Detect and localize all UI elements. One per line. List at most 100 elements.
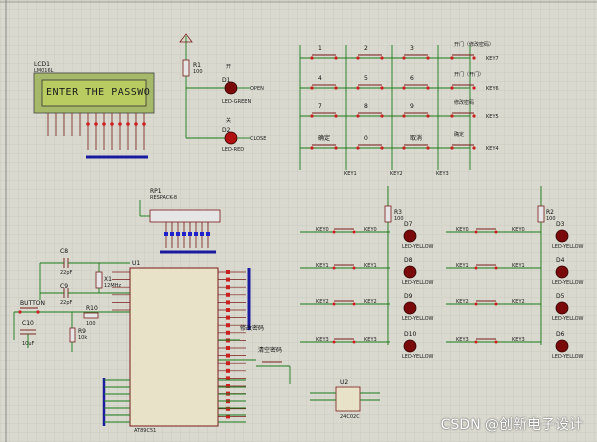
led-switch-net: KEY2 (364, 299, 377, 305)
r3-resistor[interactable]: R3 100 (384, 186, 404, 345)
keypad-key[interactable]: 7 (310, 103, 338, 118)
r1-resistor[interactable]: R1 100 (179, 33, 228, 139)
led-key-switch[interactable] (332, 264, 356, 270)
keypad-key-label: 3 (410, 45, 414, 52)
keypad-function-label: 开门（开门） (454, 71, 484, 78)
keypad-function-key[interactable]: 确定 (450, 131, 476, 150)
led-switch-net: KEY1 (316, 263, 329, 269)
c8-ref: C8 (60, 248, 68, 255)
r3-value: 100 (394, 216, 404, 222)
d2-label-top: 关 (226, 117, 231, 124)
keypad-key[interactable]: 3 (402, 45, 430, 60)
keypad-key[interactable]: 1 (310, 45, 338, 60)
keypad-row-net: KEY7 (486, 56, 499, 62)
keypad-key[interactable]: 2 (356, 45, 384, 60)
keypad-key-label: 8 (364, 103, 368, 110)
button-label: BUTTON (20, 300, 45, 307)
rp1-model: RESPACK-8 (150, 195, 177, 201)
keypad-key-label: 5 (364, 75, 368, 82)
led-d2-red[interactable]: D2 关 LED-RED CLOSE (222, 117, 266, 153)
r2-resistor[interactable]: R2 100 (537, 186, 556, 345)
keypad-key[interactable]: 0 (356, 135, 384, 150)
note-clear: 清空密码 (258, 346, 282, 354)
rp1-ref: RP1 (150, 188, 162, 195)
mode-switches[interactable]: 修改密码 清空密码 (218, 324, 291, 384)
led-switch-net: KEY3 (456, 337, 469, 343)
keypad-key-label: 4 (318, 75, 322, 82)
d2-net: CLOSE (250, 136, 266, 142)
d2-model: LED-RED (222, 147, 244, 153)
mcu-u1[interactable]: U1 AT89C51 (112, 260, 251, 434)
led-key-switch[interactable] (332, 338, 356, 344)
led-switch-net: KEY3 (512, 337, 525, 343)
eeprom-u2[interactable]: U2 24C02C (310, 379, 380, 420)
keypad-function-key[interactable]: 开门（开门） (450, 71, 484, 90)
led-switch-net: KEY2 (456, 299, 469, 305)
led-model: LED-YELLOW (402, 354, 434, 360)
keypad-key[interactable]: 8 (356, 103, 384, 118)
led-key-switch[interactable] (474, 300, 498, 306)
u2-model: 24C02C (340, 414, 360, 420)
r9-value: 10k (78, 335, 87, 341)
keypad-col-net: KEY1 (344, 171, 357, 177)
reset-circuit[interactable]: BUTTON C10 10uF R10 100 R9 10k (13, 300, 130, 352)
led-model: LED-YELLOW (552, 316, 584, 322)
c9-value: 22pF (60, 300, 73, 306)
keypad-key[interactable]: 5 (356, 75, 384, 90)
keypad-key[interactable]: 4 (310, 75, 338, 90)
r9-ref: R9 (78, 328, 86, 335)
keypad-function-key[interactable]: 开门（修改密码） (450, 41, 494, 60)
keypad-key[interactable]: 确定 (310, 134, 338, 150)
keypad-key[interactable]: 取消 (402, 134, 430, 150)
keypad-col-net: KEY3 (436, 171, 449, 177)
led-switch-net: KEY0 (512, 227, 525, 233)
keypad-row-net: KEY6 (486, 86, 499, 92)
u1-ref: U1 (132, 260, 140, 267)
keypad-key-label: 取消 (410, 134, 422, 142)
led-key-switch[interactable] (474, 264, 498, 270)
keypad-key-label: 2 (364, 45, 368, 52)
keypad-key[interactable]: 6 (402, 75, 430, 90)
r2-value: 100 (546, 216, 556, 222)
r1-value: 100 (193, 69, 203, 75)
led-switch-net: KEY0 (316, 227, 329, 233)
rp1-resistor-pack[interactable]: RP1 RESPACK-8 (139, 188, 221, 254)
keypad-row-net: KEY4 (486, 146, 499, 152)
led-key-switch[interactable] (474, 338, 498, 344)
oscillator-circuit[interactable]: C8 22pF C9 22pF X1 12MHz (39, 248, 130, 306)
led-ref: D4 (556, 257, 565, 264)
led-key-switch[interactable] (332, 300, 356, 306)
r3-ref: R3 (394, 209, 402, 216)
keypad-row-net: KEY5 (486, 114, 499, 120)
r10-value: 100 (86, 321, 96, 327)
r2-ref: R2 (546, 209, 554, 216)
led-switch-net: KEY1 (364, 263, 377, 269)
d2-ref: D2 (222, 127, 231, 134)
lcd-model: LM016L (34, 68, 54, 74)
led-d1-green[interactable]: 开 D1 LED-GREEN OPEN (222, 64, 264, 105)
led-key-switch[interactable] (332, 228, 356, 234)
keypad-key[interactable]: 9 (402, 103, 430, 118)
led-key-switch[interactable] (474, 228, 498, 234)
led-switch-net: KEY2 (316, 299, 329, 305)
lcd-ref: LCD1 (34, 61, 50, 68)
keypad-function-key[interactable]: 修改密码 (450, 99, 476, 118)
r10-ref: R10 (86, 305, 98, 312)
lcd-module[interactable]: LCD1 LM016L ENTER THE PASSWO (33, 61, 155, 159)
watermark: CSDN @创新电子设计 (440, 417, 583, 433)
mcu-port-wiring (102, 378, 246, 426)
led-switch-net: KEY0 (456, 227, 469, 233)
led-switch-net: KEY2 (512, 299, 525, 305)
keypad-key-label: 9 (410, 103, 414, 110)
